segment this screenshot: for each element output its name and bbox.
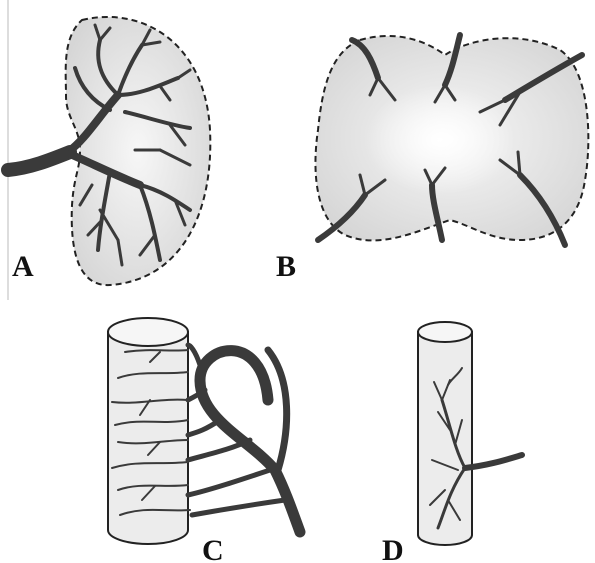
- panel-d-cylinder-top: [418, 322, 472, 342]
- panel-d-label: D: [382, 534, 404, 563]
- panel-a: A: [8, 0, 210, 300]
- panel-a-label: A: [12, 250, 34, 283]
- panel-c-cylinder-top: [108, 318, 188, 346]
- panel-b: B: [276, 35, 588, 283]
- panel-c: C: [108, 318, 300, 563]
- panel-d: D: [382, 322, 522, 563]
- panel-c-cylinder-body: [108, 332, 188, 544]
- panel-c-label: C: [202, 534, 224, 563]
- panel-b-label: B: [276, 250, 296, 283]
- panel-b-center-highlight: [365, 85, 515, 195]
